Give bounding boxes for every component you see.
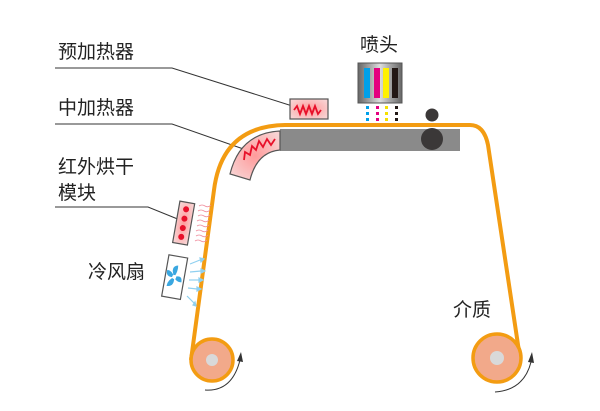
ir-heat-waves (194, 204, 212, 243)
ir-module-label-line1: 红外烘干 (58, 156, 135, 178)
right-roller (471, 332, 523, 384)
airflow-arrows (186, 257, 207, 307)
preheater (289, 98, 329, 120)
printhead (357, 62, 403, 121)
fan-label: 冷风扇 (88, 261, 146, 283)
midheater (229, 130, 281, 181)
pinch-roller-large (421, 128, 443, 150)
ir-drying-module (171, 200, 196, 246)
leader-line-ir (55, 206, 186, 223)
cooling-fan (160, 254, 189, 301)
printhead-label: 喷头 (360, 34, 399, 56)
fan-icon (166, 265, 182, 286)
midheater-label: 中加热器 (58, 97, 135, 119)
left-roller (189, 337, 235, 383)
rotation-arrow-right (494, 352, 534, 393)
rotation-arrow-left (204, 352, 243, 391)
pinch-roller-small (425, 108, 439, 122)
media-label: 介质 (453, 299, 492, 321)
leader-line-midheater (55, 123, 253, 153)
leader-line-preheater (55, 67, 306, 111)
media-belt (189, 123, 522, 361)
platen (280, 129, 460, 151)
ir-module-label-line2: 模块 (58, 182, 97, 204)
preheater-label: 预加热器 (58, 41, 135, 63)
ink-drops (366, 106, 398, 121)
